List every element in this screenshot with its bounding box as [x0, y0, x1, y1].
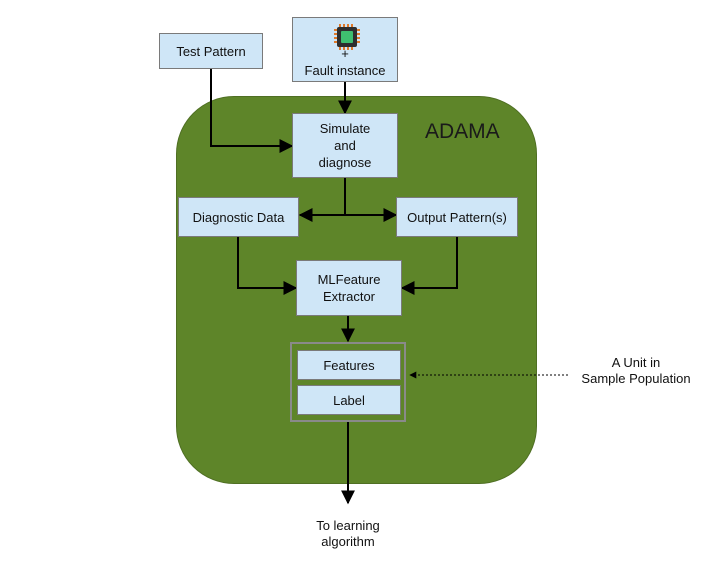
- sample-unit-group: [290, 342, 406, 422]
- simulate-line-1: Simulate: [319, 121, 371, 136]
- ml-feature-line-2: Extractor: [322, 289, 375, 304]
- adama-label: ADAMA: [425, 120, 500, 143]
- fault-plus-label: +: [341, 46, 349, 61]
- diagnostic-data-label: Diagnostic Data: [192, 209, 285, 225]
- simulate-line-3: diagnose: [318, 155, 372, 170]
- learning-annotation: To learning algorithm: [290, 518, 406, 550]
- output-patterns-box: Output Pattern(s): [396, 197, 518, 237]
- label-label: Label: [333, 392, 365, 408]
- test-pattern-label: Test Pattern: [176, 43, 246, 59]
- label-box: Label: [297, 385, 401, 415]
- features-box: Features: [297, 350, 401, 380]
- features-label: Features: [323, 357, 375, 373]
- output-patterns-label: Output Pattern(s): [407, 209, 507, 225]
- simulate-line-2: and: [334, 138, 356, 153]
- unit-annotation-line-2: Sample Population: [581, 371, 691, 386]
- learning-annotation-line-1: To learning: [316, 518, 380, 533]
- edge-output-to-ml: [400, 237, 458, 295]
- ml-feature-line-1: MLFeature: [317, 272, 381, 287]
- test-pattern-box: Test Pattern: [159, 33, 263, 69]
- simulate-box: Simulate and diagnose: [292, 113, 398, 178]
- diagnostic-data-box: Diagnostic Data: [178, 197, 299, 237]
- ml-feature-extractor-box: MLFeature Extractor: [296, 260, 402, 316]
- unit-annotation-line-1: A Unit in: [611, 355, 661, 370]
- unit-annotation: A Unit in Sample Population: [566, 355, 703, 387]
- chip-icon: [334, 24, 360, 50]
- edge-test-pattern-to-simulate: [210, 68, 294, 153]
- fault-instance-label: Fault instance: [304, 63, 386, 78]
- edge-diagnostic-to-ml: [237, 237, 298, 295]
- learning-annotation-line-2: algorithm: [321, 534, 375, 549]
